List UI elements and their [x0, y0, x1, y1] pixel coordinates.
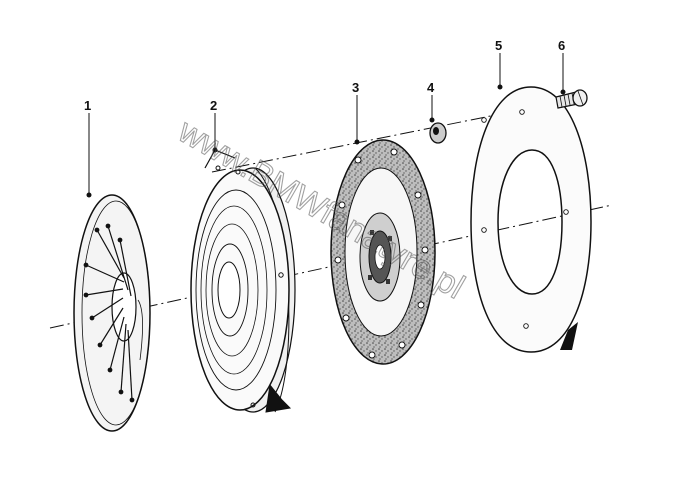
callout-label-6: 6: [558, 38, 565, 53]
callout-label-2: 2: [210, 98, 217, 113]
callout-label-1: 1: [84, 98, 91, 113]
diaphragm-spring: [73, 194, 151, 432]
callout-label-5: 5: [495, 38, 502, 53]
callout-label-3: 3: [352, 80, 359, 95]
pressure-plate: [190, 149, 296, 413]
bush-nut: [429, 122, 447, 144]
callout-label-4: 4: [427, 80, 435, 95]
adapter-ring: [470, 86, 592, 353]
clutch-disc: [330, 139, 436, 365]
bolt: [555, 89, 588, 109]
